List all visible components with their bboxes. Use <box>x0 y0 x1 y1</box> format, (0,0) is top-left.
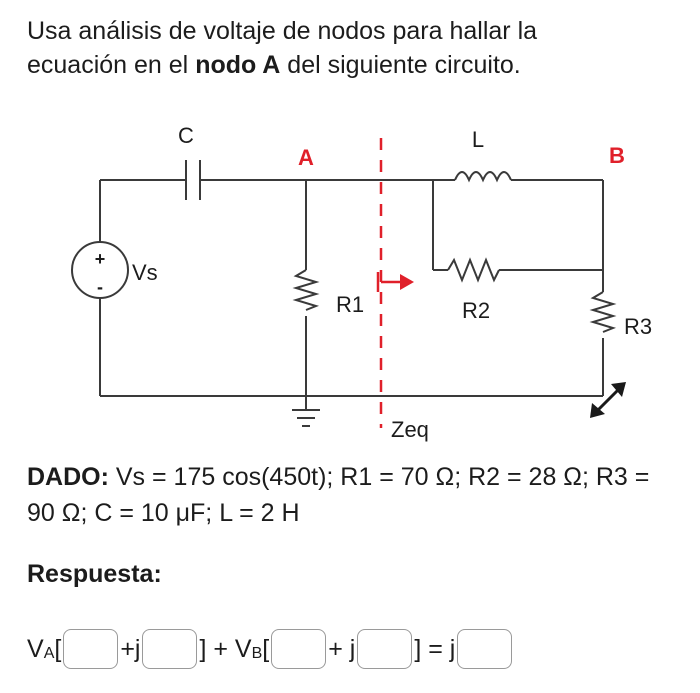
answer-input-1[interactable] <box>63 629 119 669</box>
question-line2-post: del siguiente circuito. <box>280 51 521 79</box>
answer-input-5[interactable] <box>457 629 513 669</box>
question-line2-pre: ecuación en el <box>27 51 196 79</box>
given-label: DADO: <box>27 463 109 491</box>
label-source-minus: - <box>97 277 103 297</box>
r3-arrow-head-a <box>590 403 605 418</box>
r3-arrow-shaft <box>594 386 622 414</box>
answer-open-bracket-1: [ <box>54 634 62 663</box>
label-source: Vs <box>132 260 158 285</box>
given-line2: 90 Ω; C = 10 μF; L = 2 H <box>27 499 300 527</box>
voltage-source <box>71 241 129 299</box>
answer-input-2[interactable] <box>142 629 198 669</box>
zeq-arrow-head <box>400 274 414 290</box>
r3-arrow-head-b <box>611 382 626 397</box>
question-line1: Usa análisis de voltaje de nodos para ha… <box>27 17 538 45</box>
answer-vb-sub: B <box>251 645 263 662</box>
label-node-b: B <box>609 143 625 168</box>
answer-close-plus-vb: ] + V <box>199 634 252 663</box>
label-r1: R1 <box>336 292 364 317</box>
answer-plus-j-2: + j <box>328 634 356 663</box>
answer-plus-j-1: +j <box>120 634 141 663</box>
label-node-a: A <box>298 145 314 170</box>
answer-close-eq-j: ] = j <box>414 634 456 663</box>
given-line1: Vs = 175 cos(450t); R1 = 70 Ω; R2 = 28 Ω… <box>108 463 650 491</box>
answer-title: Respuesta: <box>27 560 162 588</box>
label-inductor: L <box>472 127 484 152</box>
answer-va: V <box>27 634 44 663</box>
answer-input-3[interactable] <box>271 629 327 669</box>
circuit-diagram: C A L B + - Vs R1 R2 R3 Zeq <box>71 123 652 442</box>
resistor-r3 <box>589 291 617 333</box>
answer-input-4[interactable] <box>357 629 413 669</box>
label-r3: R3 <box>624 314 652 339</box>
label-r2: R2 <box>462 298 490 323</box>
question-text: Usa análisis de voltaje de nodos para ha… <box>27 14 677 82</box>
label-capacitor: C <box>178 123 194 148</box>
question-node-a-bold: nodo A <box>195 51 281 79</box>
inductor-l <box>454 171 512 183</box>
answer-va-sub: A <box>43 645 55 662</box>
resistor-r1 <box>292 269 320 311</box>
label-zeq: Zeq <box>391 417 429 442</box>
resistor-r2 <box>447 257 500 283</box>
label-source-plus: + <box>95 249 106 269</box>
given-values: DADO: Vs = 175 cos(450t); R1 = 70 Ω; R2 … <box>27 459 687 531</box>
answer-open-bracket-2: [ <box>262 634 270 663</box>
